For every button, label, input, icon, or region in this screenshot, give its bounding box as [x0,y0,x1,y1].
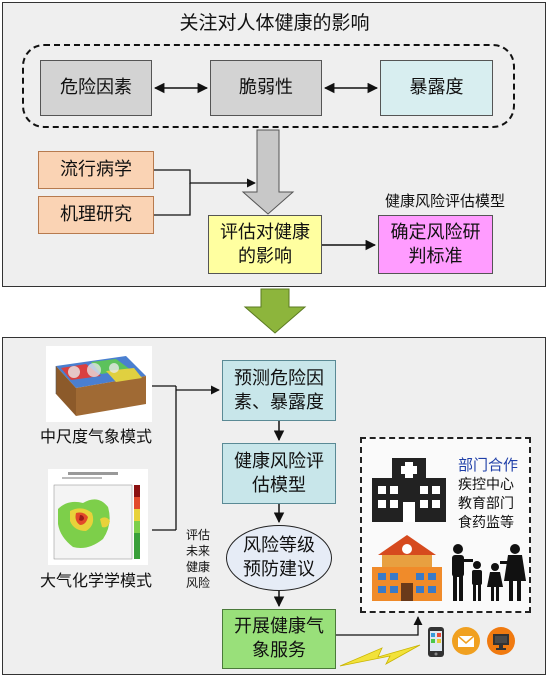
factor-exposure: 暴露度 [380,60,493,116]
hospital-icon [370,454,448,522]
factors-group [22,44,515,128]
phone-icon [427,626,445,658]
service-box-text: 开展健康气 象服务 [234,616,324,661]
top-panel-title: 关注对人体健康的影响 [179,12,370,34]
assess-box-text: 评估对健康 的影响 [220,221,310,267]
school-icon [370,533,444,603]
service-box: 开展健康气 象服务 [222,609,336,669]
risk-model-box-text: 健康风险评 估模型 [234,450,324,496]
mail-icon [451,626,481,656]
criteria-box: 确定风险研 判标准 [378,215,493,274]
dept-cdc: 疾控中心 [458,477,514,493]
input-epidemiology: 流行病学 [38,151,154,189]
warning-oval-text: 风险等级 预防建议 [243,535,315,580]
risk-model-box: 健康风险评 估模型 [222,443,336,504]
model-label: 健康风险评估模型 [384,192,505,210]
predict-box: 预测危险因 素、暴露度 [222,360,336,421]
cooperation-title: 部门合作 [458,456,519,474]
mesoscale-model-image [46,346,152,422]
chemistry-model-image [48,469,148,565]
side-note: 评估 未来 健康 风险 [186,528,211,590]
criteria-box-text: 确定风险研 判标准 [390,221,481,267]
monitor-icon [486,626,516,656]
factor-vulnerability: 脆弱性 [210,60,322,116]
chemistry-model-label: 大气化学学模式 [40,571,153,590]
warning-oval: 风险等级 预防建议 [226,525,332,591]
predict-box-text: 预测危险因 素、暴露度 [234,367,324,413]
mesoscale-model-label: 中尺度气象模式 [40,427,153,446]
factor-risk: 危险因素 [40,60,152,116]
family-icon [448,543,526,603]
assess-box: 评估对健康 的影响 [208,215,322,274]
input-mechanism: 机理研究 [38,196,154,234]
dept-education: 教育部门 [458,496,514,512]
dept-food-drug: 食药监等 [458,515,514,531]
